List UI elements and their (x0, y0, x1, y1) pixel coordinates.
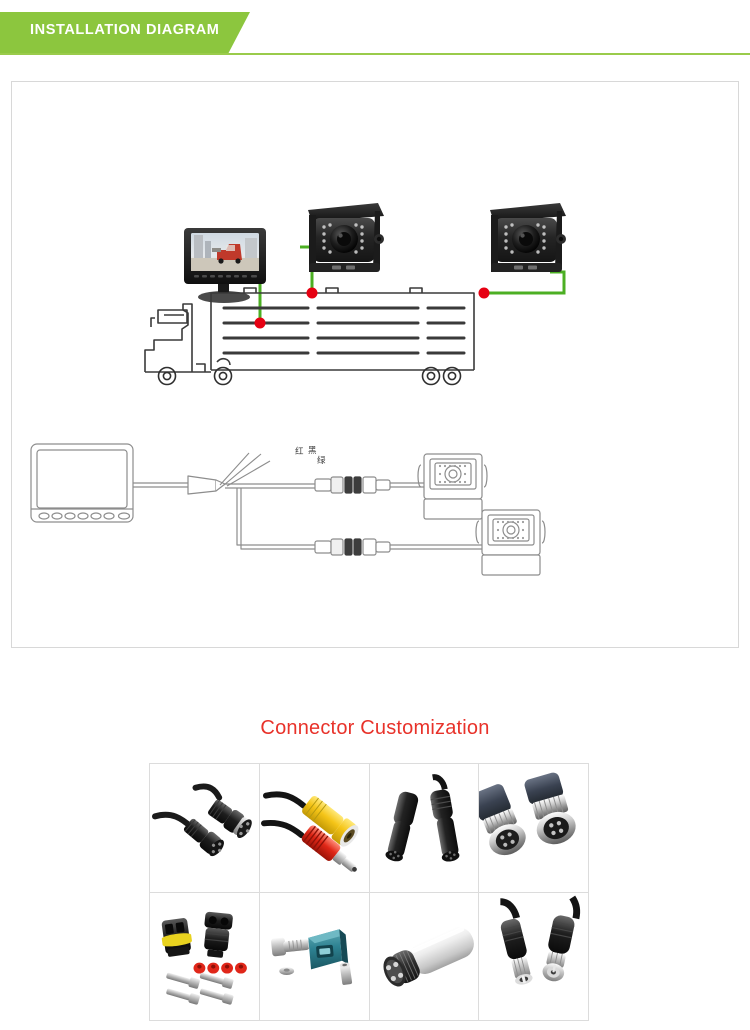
installation-diagram-graphic: 红 黑 绿 (30, 203, 566, 576)
wiring-schematic (30, 443, 546, 576)
installation-diagram-panel: 红 黑 绿 (11, 81, 739, 648)
ir-led-array (322, 223, 364, 254)
monitor-device-top (184, 228, 266, 303)
connector-cell-bnc-pair[interactable] (479, 892, 589, 1021)
mount-dot-trailer-front (306, 287, 318, 299)
fakra-coax-connector-set-image (270, 928, 352, 985)
wire-label-black: 黑 (308, 446, 317, 456)
connector-cell-aviation-4pin-black[interactable] (150, 764, 260, 893)
red-seal-grommets (193, 962, 247, 974)
crimp-terminals (166, 972, 234, 1005)
aviation-4pin-black-pair-image (151, 783, 252, 857)
connector-cell-fakra-coax[interactable] (259, 892, 370, 1021)
metal-threaded-aviation-pair-image (479, 772, 576, 856)
wiring-monitor (30, 443, 134, 523)
connector-customization-grid (149, 763, 589, 1021)
inline-connector-lower (314, 538, 482, 556)
mount-point-markers (254, 287, 490, 329)
wire-label-red: 红 (295, 446, 304, 457)
bnc-connector-pair-image (500, 895, 581, 985)
connector-cell-rca-dc-red-yellow[interactable] (259, 764, 370, 893)
truck-wheels (157, 366, 462, 386)
page-title: INSTALLATION DIAGRAM (30, 22, 220, 38)
wire-pigtails (219, 452, 271, 487)
monitor-screen-image (191, 235, 259, 271)
page-header: INSTALLATION DIAGRAM (0, 0, 750, 58)
inline-connector-upper (314, 476, 424, 494)
connector-cell-waterproof-black[interactable] (369, 764, 480, 893)
wiring-camera-lower (475, 509, 546, 576)
mount-dot-trailer-rear (478, 287, 490, 299)
camera-device-front (308, 203, 384, 272)
connector-cell-white-aviation-cable[interactable] (369, 892, 480, 1021)
truck-trailer-outline (144, 287, 475, 373)
header-divider-line (0, 53, 750, 55)
camera-device-rear (490, 203, 566, 272)
connector-section-title: Connector Customization (260, 717, 490, 739)
waterproof-black-pair-image (385, 774, 459, 862)
connector-cell-metal-aviation[interactable] (479, 764, 589, 893)
connector-cell-automotive-kit[interactable] (150, 892, 260, 1021)
automotive-sealed-connector-kit-image (161, 911, 247, 1005)
rca-dc-red-yellow-pair-image (260, 791, 359, 872)
wire-label-green: 绿 (317, 455, 326, 466)
header-banner-shape (0, 12, 250, 54)
wire-color-labels: 红 黑 绿 (295, 446, 326, 466)
mount-dot-cab (254, 317, 266, 329)
wiring-camera-upper (417, 453, 488, 520)
white-4pin-aviation-cable-image (382, 926, 474, 986)
